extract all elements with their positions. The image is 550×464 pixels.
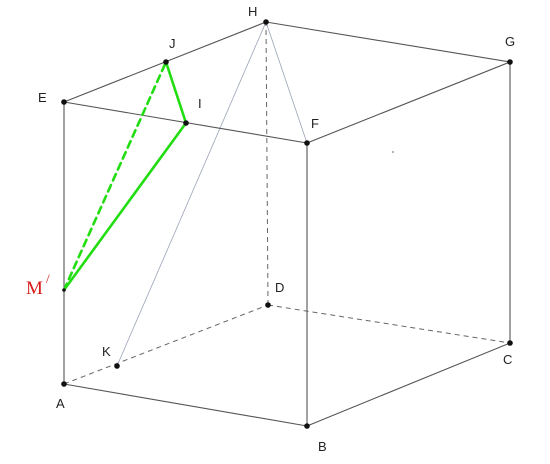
- edge-AD: [63, 304, 269, 385]
- stray-dot: [392, 151, 394, 153]
- segment-IM: [62, 121, 188, 292]
- edge-FG: [306, 61, 511, 144]
- edge-BC: [306, 342, 511, 427]
- label-E: E: [38, 90, 47, 105]
- segment-JI: [164, 60, 188, 125]
- point-M: [62, 288, 66, 292]
- label-A: A: [56, 396, 65, 411]
- points: [61, 19, 513, 429]
- construction-lines: [116, 21, 308, 367]
- labels: H J G E I F D K C A B M /: [26, 4, 515, 454]
- label-B: B: [318, 439, 327, 454]
- label-H: H: [248, 4, 257, 19]
- label-G: G: [505, 34, 515, 49]
- point-D: [265, 302, 271, 308]
- label-C: C: [503, 352, 512, 367]
- segment-MJ-dashed: [62, 60, 168, 292]
- point-B: [304, 423, 310, 429]
- point-G: [507, 59, 513, 65]
- segment-HF: [265, 21, 308, 144]
- green-triangle: [62, 60, 188, 292]
- label-D: D: [275, 280, 284, 295]
- label-J: J: [169, 36, 176, 51]
- point-A: [61, 381, 67, 387]
- edge-DH: [265, 21, 269, 306]
- label-M: M: [26, 278, 43, 299]
- point-F: [304, 140, 310, 146]
- segment-KH: [116, 21, 267, 367]
- point-H: [263, 19, 269, 25]
- visible-edges: [63, 21, 511, 427]
- label-K: K: [102, 344, 111, 359]
- edge-HG: [265, 21, 511, 63]
- point-E: [61, 99, 67, 105]
- label-I: I: [198, 96, 202, 111]
- label-M-prime: /: [46, 271, 50, 286]
- hidden-edges: [63, 21, 511, 385]
- point-C: [507, 340, 513, 346]
- point-J: [163, 59, 169, 65]
- edge-DC: [267, 304, 511, 344]
- point-K: [114, 363, 120, 369]
- edge-AB: [63, 383, 308, 427]
- label-F: F: [311, 116, 319, 131]
- point-I: [183, 120, 189, 126]
